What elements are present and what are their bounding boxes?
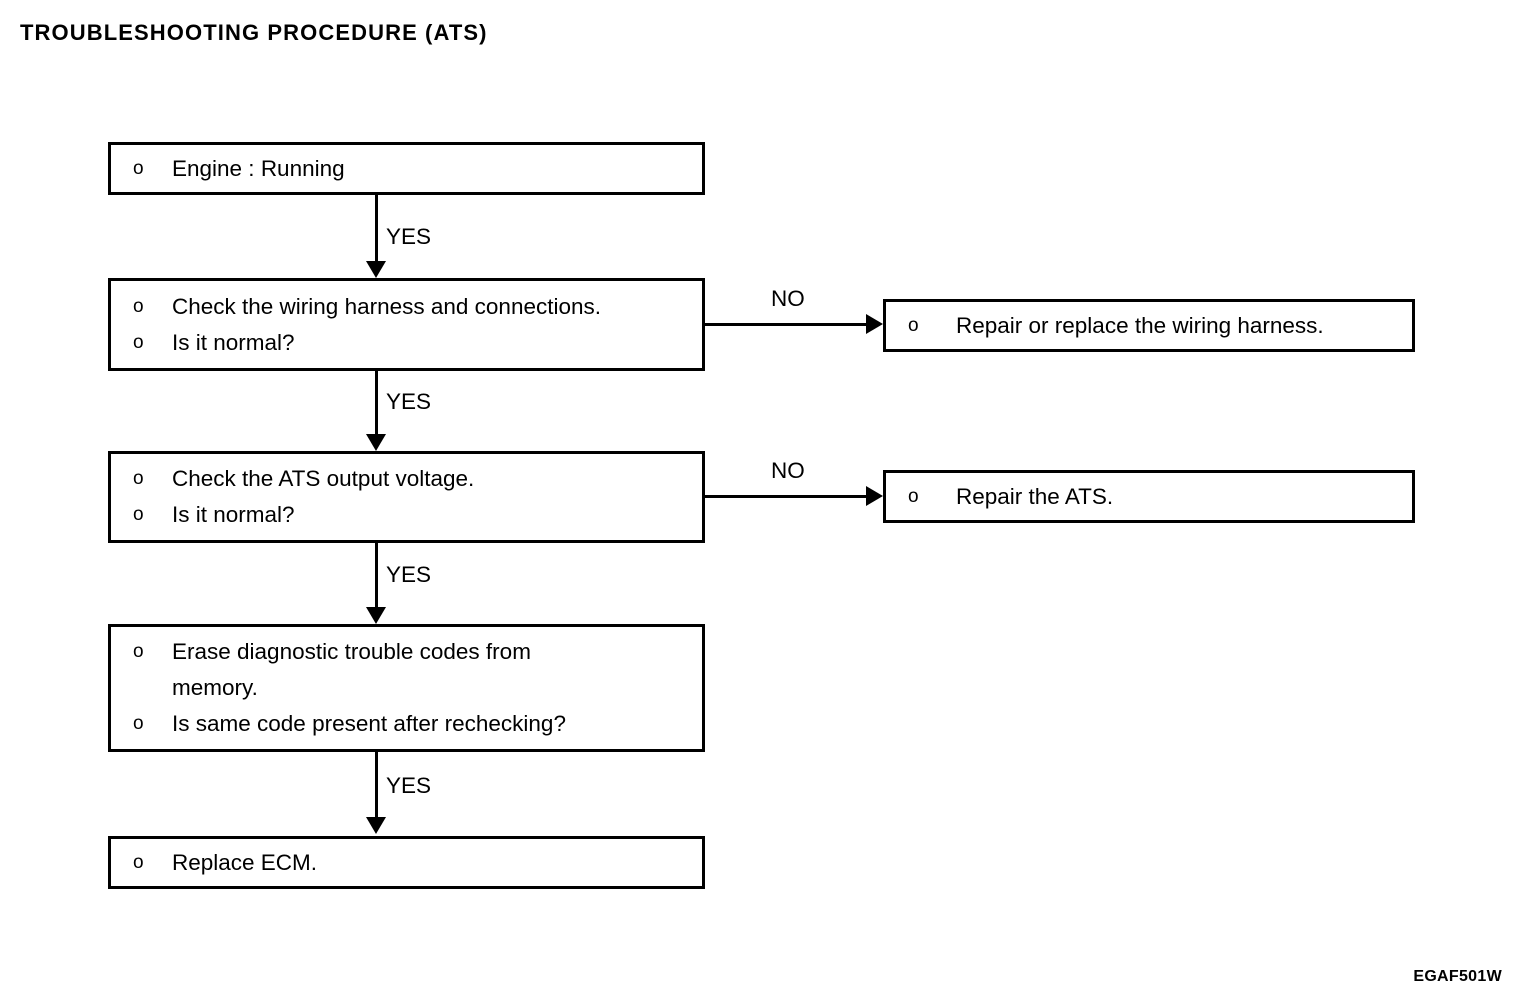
connector-yes-4-arrowhead [366,817,386,834]
connector-no-1-arrowhead [866,314,883,334]
flow-node-repair-wiring-harness: Repair or replace the wiring harness. [883,299,1415,352]
page-title: TROUBLESHOOTING PROCEDURE (ATS) [20,20,488,45]
flow-node-line: Check the ATS output voltage. [111,461,702,497]
figure-code: EGAF501W [1413,968,1502,985]
flow-node-line: Erase diagnostic trouble codes from [111,634,702,670]
edge-label-no-2: NO [771,458,805,483]
connector-yes-3-line [375,543,378,610]
edge-label-yes-4: YES [386,773,432,798]
flow-node-line: Engine : Running [111,151,702,187]
connector-yes-3-arrowhead [366,607,386,624]
flow-node-engine-running: Engine : Running [108,142,705,195]
flow-node-line: Is it normal? [111,325,702,361]
flow-node-replace-ecm: Replace ECM. [108,836,705,889]
connector-yes-2-line [375,371,378,437]
flow-node-line: Is it normal? [111,497,702,533]
connector-yes-1-arrowhead [366,261,386,278]
connector-yes-4-line [375,752,378,820]
flow-node-line-continuation: memory. [172,675,258,700]
connector-no-2-line [705,495,868,498]
flow-node-repair-ats: Repair the ATS. [883,470,1415,523]
flow-node-line: Repair or replace the wiring harness. [886,308,1412,344]
flow-node-check-wiring-harness: Check the wiring harness and connections… [108,278,705,371]
connector-no-2-arrowhead [866,486,883,506]
edge-label-yes-2: YES [386,389,432,414]
flow-node-line: Check the wiring harness and connections… [111,289,702,325]
connector-yes-2-arrowhead [366,434,386,451]
flow-node-line: Replace ECM. [111,845,702,881]
flow-node-line: Is same code present after rechecking? [111,706,702,742]
connector-no-1-line [705,323,868,326]
connector-yes-1-line [375,195,378,263]
edge-label-yes-1: YES [386,224,432,249]
flow-node-check-ats-output-voltage: Check the ATS output voltage. Is it norm… [108,451,705,543]
edge-label-yes-3: YES [386,562,432,587]
flow-node-line: Repair the ATS. [886,479,1412,515]
edge-label-no-1: NO [771,286,805,311]
flow-node-erase-diagnostic-trouble-codes: Erase diagnostic trouble codes from memo… [108,624,705,752]
